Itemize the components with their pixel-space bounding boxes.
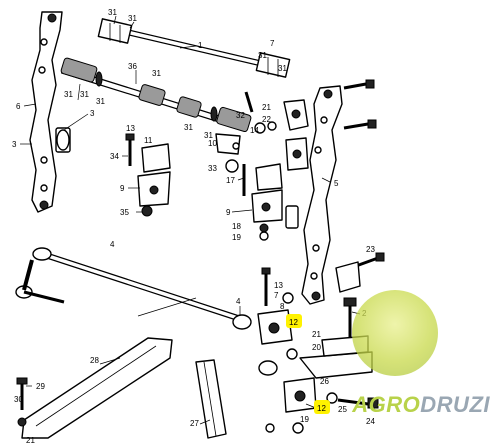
callouts: 31 31 1 7 36 31 31 31 31 31 31 31 31 6 3… <box>12 8 375 445</box>
callout-6: 6 <box>16 102 21 111</box>
center-bracket <box>125 133 241 217</box>
callout-10: 10 <box>208 139 217 148</box>
bottom-bolt <box>326 392 379 409</box>
callout-28: 28 <box>90 356 99 365</box>
callout-19: 19 <box>300 415 309 424</box>
highlight-12-upper <box>286 314 302 328</box>
callout-3: 3 <box>12 140 17 149</box>
callout-14: 14 <box>250 126 259 135</box>
callout-21: 21 <box>262 103 271 112</box>
callout-12: 12 <box>317 404 326 413</box>
callout-35: 35 <box>120 208 129 217</box>
callout-30: 30 <box>14 395 23 404</box>
bar-27 <box>195 359 227 439</box>
lower-clamp-upper <box>257 261 361 360</box>
callout-21: 21 <box>312 330 321 339</box>
lower-right-clamp <box>242 163 283 241</box>
callout-22: 22 <box>262 115 271 124</box>
callout-31: 31 <box>108 8 117 17</box>
callout-13: 13 <box>126 124 135 133</box>
callout-8: 8 <box>280 302 285 311</box>
callout-31: 31 <box>64 90 73 99</box>
callout-9: 9 <box>226 208 231 217</box>
callout-25: 25 <box>338 405 347 414</box>
callout-3: 3 <box>90 109 95 118</box>
callout-33: 33 <box>208 164 217 173</box>
callout-1: 1 <box>198 41 203 50</box>
callout-31: 31 <box>278 64 287 73</box>
callout-4: 4 <box>236 297 241 306</box>
callout-4: 4 <box>110 240 115 249</box>
watermark-badge <box>352 290 438 376</box>
callout-11: 11 <box>144 136 153 145</box>
callout-31: 31 <box>128 14 137 23</box>
callout-31: 31 <box>96 97 105 106</box>
pin-7 <box>244 91 254 113</box>
stabilizer-bar <box>15 247 278 376</box>
diagonal-bar-28 <box>21 337 173 439</box>
callout-7: 7 <box>274 291 279 300</box>
callout-27: 27 <box>190 419 199 428</box>
middle-rod <box>60 57 252 133</box>
callout-9: 9 <box>120 184 125 193</box>
callout-19: 19 <box>232 233 241 242</box>
bolt-29 <box>16 377 28 427</box>
upper-right-clamp <box>254 99 309 171</box>
upper-rod <box>97 18 291 78</box>
callout-18: 18 <box>232 222 241 231</box>
callout-32: 32 <box>236 111 245 120</box>
callout-24: 24 <box>366 417 375 426</box>
callout-5: 5 <box>334 179 339 188</box>
upper-right-bolts <box>343 79 385 268</box>
callout-36: 36 <box>128 62 137 71</box>
callout-31: 31 <box>258 51 267 60</box>
left-arm <box>29 11 71 213</box>
callout-12: 12 <box>289 318 298 327</box>
callout-31: 31 <box>184 123 193 132</box>
callout-17: 17 <box>226 176 235 185</box>
callout-31: 31 <box>80 90 89 99</box>
callout-26: 26 <box>320 377 329 386</box>
callout-34: 34 <box>110 152 119 161</box>
callout-31: 31 <box>204 131 213 140</box>
watermark-text: AGRODRUZI <box>352 392 490 417</box>
right-arm <box>285 85 343 305</box>
callout-31: 31 <box>152 69 161 78</box>
callout-21: 21 <box>26 436 35 445</box>
callout-13: 13 <box>274 281 283 290</box>
callout-7: 7 <box>270 39 275 48</box>
callout-20: 20 <box>312 343 321 352</box>
highlight-12-lower <box>314 400 330 414</box>
callout-23: 23 <box>366 245 375 254</box>
callout-29: 29 <box>36 382 45 391</box>
